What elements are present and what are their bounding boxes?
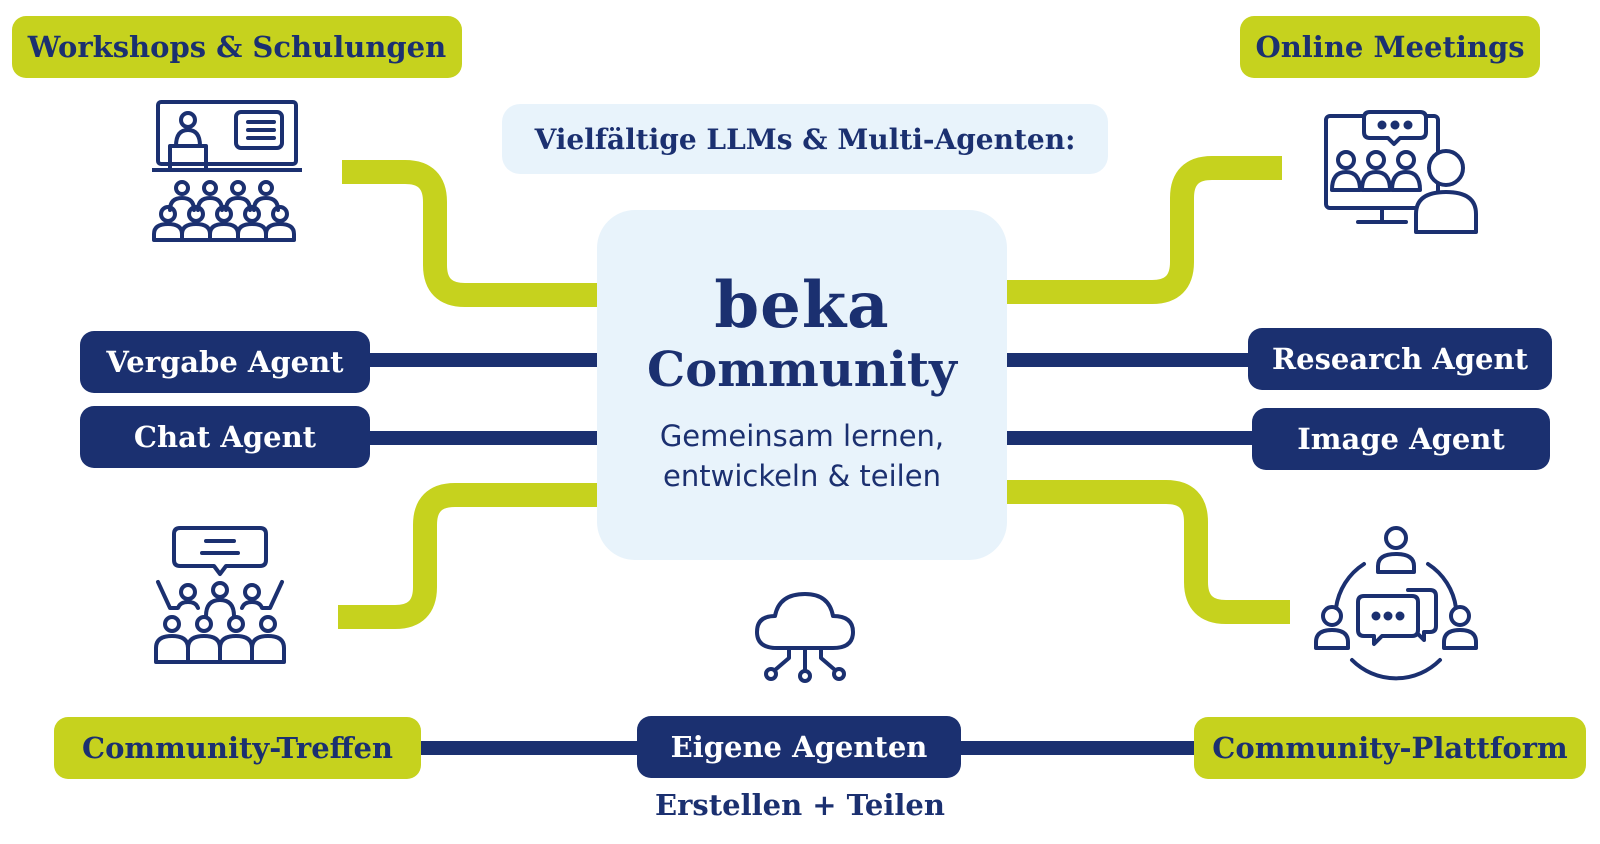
- community-plattform-label: Community-Plattform: [1194, 717, 1586, 779]
- connector-workshops: [342, 160, 600, 307]
- center-tagline: Gemeinsam lernen, entwickeln & teilen: [660, 416, 944, 496]
- discussion-crowd-icon: [150, 524, 290, 666]
- tagline-line-1: Gemeinsam lernen,: [659, 419, 945, 453]
- presentation-audience-icon: [152, 98, 302, 244]
- video-meeting-icon: [1322, 108, 1482, 238]
- image-agent-pill: Image Agent: [1252, 408, 1550, 470]
- community-treffen-label: Community-Treffen: [54, 717, 421, 779]
- online-meetings-label: Online Meetings: [1240, 16, 1540, 78]
- footer-tagline: Erstellen + Teilen: [655, 788, 945, 822]
- connector-community-platform: [1005, 480, 1290, 624]
- tagline-line-2: entwickeln & teilen: [663, 459, 941, 493]
- community-circle-icon: [1312, 524, 1480, 686]
- cloud-network-icon: [753, 588, 857, 684]
- center-subtitle: Community: [647, 342, 957, 398]
- llms-label: Vielfältige LLMs & Multi-Agenten:: [502, 104, 1108, 174]
- center-card: beka Community Gemeinsam lernen, entwick…: [597, 210, 1007, 560]
- eigene-agenten-pill: Eigene Agenten: [637, 716, 961, 778]
- connector-meetings: [1005, 156, 1282, 304]
- center-title: beka: [714, 268, 890, 343]
- chat-agent-pill: Chat Agent: [80, 406, 370, 468]
- research-agent-pill: Research Agent: [1248, 328, 1552, 390]
- connector-community-treffen: [338, 483, 600, 629]
- vergabe-agent-pill: Vergabe Agent: [80, 331, 370, 393]
- workshops-label: Workshops & Schulungen: [12, 16, 462, 78]
